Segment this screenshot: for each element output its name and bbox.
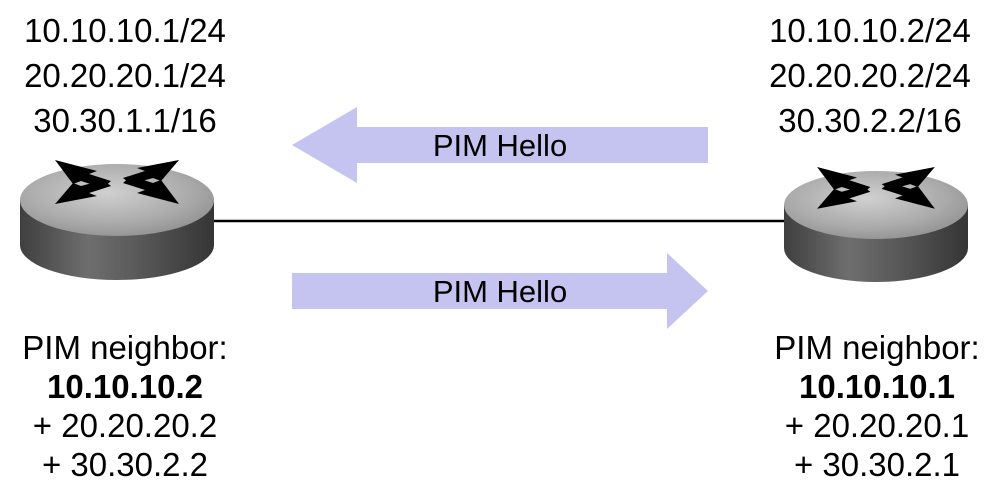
- left-router-addresses: 10.10.10.1/24 20.20.20.1/24 30.30.1.1/16: [0, 8, 250, 143]
- left-address: 20.20.20.1/24: [24, 57, 226, 94]
- left-address: 10.10.10.1/24: [24, 12, 226, 49]
- neighbor-secondary: + 20.20.20.1: [784, 407, 970, 444]
- router-right-icon: [784, 167, 968, 282]
- pim-hello-label-right: PIM Hello: [432, 274, 568, 309]
- right-neighbor-list: PIM neighbor: 10.10.10.1 + 20.20.20.1 + …: [742, 328, 995, 484]
- neighbor-secondary: + 30.30.2.2: [41, 446, 209, 483]
- arrow-to-right: [292, 253, 708, 329]
- neighbor-primary: 10.10.10.2: [47, 368, 203, 405]
- right-address: 20.20.20.2/24: [769, 57, 971, 94]
- pim-hello-label-left: PIM Hello: [432, 128, 568, 163]
- neighbor-heading: PIM neighbor:: [774, 329, 980, 366]
- right-address: 30.30.2.2/16: [778, 102, 962, 139]
- left-address: 30.30.1.1/16: [33, 102, 217, 139]
- router-left-icon: [20, 160, 214, 280]
- neighbor-heading: PIM neighbor:: [22, 329, 228, 366]
- left-neighbor-list: PIM neighbor: 10.10.10.2 + 20.20.20.2 + …: [0, 328, 260, 484]
- right-address: 10.10.10.2/24: [769, 12, 971, 49]
- right-router-addresses: 10.10.10.2/24 20.20.20.2/24 30.30.2.2/16: [745, 8, 995, 143]
- neighbor-secondary: + 20.20.20.2: [32, 407, 218, 444]
- neighbor-primary: 10.10.10.1: [799, 368, 955, 405]
- neighbor-secondary: + 30.30.2.1: [793, 446, 961, 483]
- arrow-to-left: [292, 107, 708, 183]
